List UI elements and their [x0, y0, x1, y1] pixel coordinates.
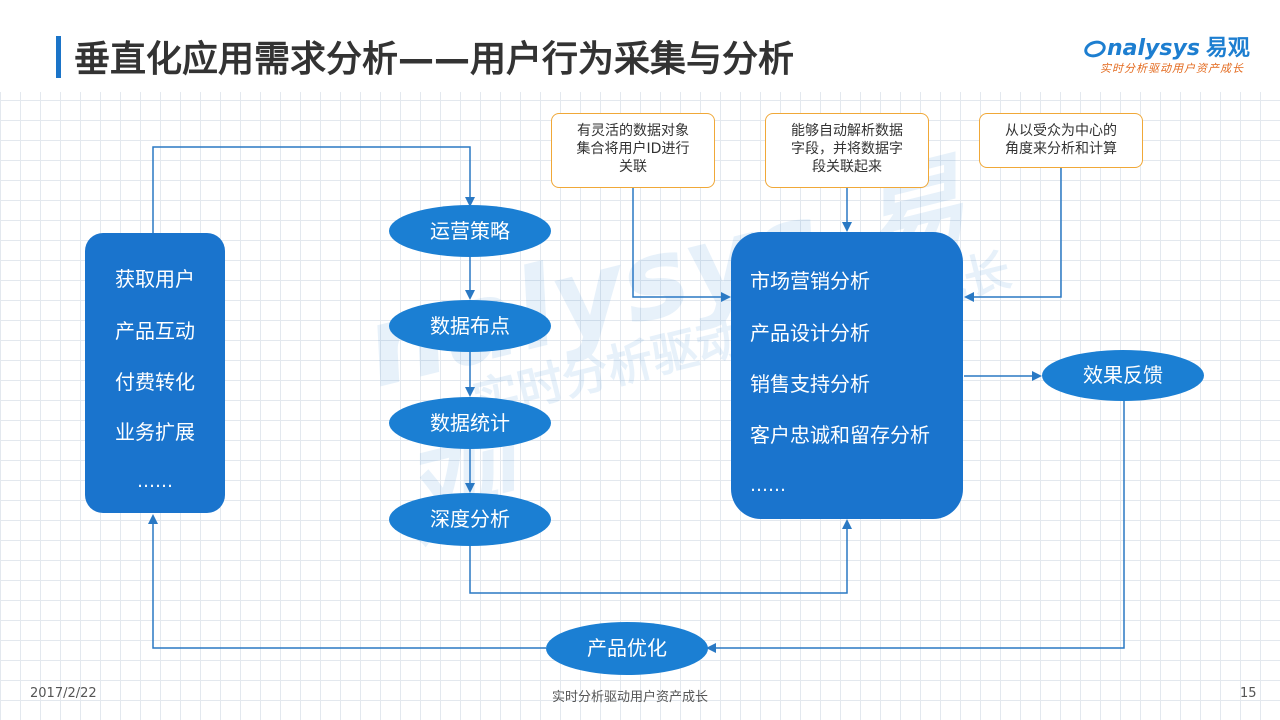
left-item-expand: 业务扩展	[115, 420, 195, 444]
footer-date: 2017/2/22	[30, 686, 97, 701]
left-item-acquire: 获取用户	[115, 267, 195, 291]
left-item-convert: 付费转化	[115, 370, 195, 394]
note3-line1: 从以受众为中心的	[1005, 123, 1117, 139]
note1-line1: 有灵活的数据对象	[577, 123, 689, 139]
right-item-product-design: 产品设计分析	[750, 321, 870, 345]
title-accent-bar	[56, 36, 61, 78]
right-item-more: ……	[750, 475, 786, 496]
note3-line2: 角度来分析和计算	[1005, 141, 1117, 157]
footer-slogan: 实时分析驱动用户资产成长	[552, 690, 709, 705]
left-item-more: ……	[137, 471, 173, 492]
arrow-feedback-to-optimize	[706, 400, 1125, 653]
arrow-optimize-to-leftbox	[148, 514, 546, 649]
analysis-types-box: 市场营销分析 产品设计分析 销售支持分析 客户忠诚和留存分析 ……	[731, 232, 963, 519]
note-audience-centric: 从以受众为中心的 角度来分析和计算	[979, 113, 1143, 168]
logo-brand: nalysys	[1107, 36, 1200, 61]
note-flexible-data-object: 有灵活的数据对象 集合将用户ID进行 关联	[551, 113, 715, 188]
oval-data-statistics: 数据统计	[389, 397, 551, 449]
logo-slogan: 实时分析驱动用户资产成长	[1100, 62, 1244, 75]
right-item-marketing: 市场营销分析	[750, 269, 870, 293]
arrow-deep-to-rightbox	[469, 519, 852, 594]
right-item-sales-support: 销售支持分析	[750, 372, 870, 396]
oval-data-layout: 数据布点	[389, 300, 551, 352]
page-title: 垂直化应用需求分析——用户行为采集与分析	[74, 39, 795, 80]
right-item-loyalty-retention: 客户忠诚和留存分析	[750, 423, 930, 447]
user-journey-box: 获取用户 产品互动 付费转化 业务扩展 ……	[85, 233, 225, 513]
oval-operations-strategy: 运营策略	[389, 205, 551, 257]
note2-line3: 段关联起来	[812, 159, 882, 175]
header-band	[0, 0, 1280, 92]
arrow-note1-to-rightbox	[632, 188, 731, 302]
note1-line2: 集合将用户ID进行	[576, 141, 690, 157]
oval-deep-analysis: 深度分析	[389, 493, 551, 546]
oval-effect-feedback: 效果反馈	[1042, 350, 1204, 401]
left-item-interact: 产品互动	[115, 319, 195, 343]
note1-line3: 关联	[619, 159, 647, 175]
note-auto-parse-fields: 能够自动解析数据 字段，并将数据字 段关联起来	[765, 113, 929, 188]
note2-line2: 字段，并将数据字	[791, 141, 903, 157]
footer-page-number: 15	[1240, 686, 1257, 701]
logo-cn: 易观	[1205, 36, 1250, 61]
note2-line1: 能够自动解析数据	[791, 123, 903, 139]
oval-product-optimization: 产品优化	[546, 622, 708, 675]
arrow-left-to-strategy	[152, 146, 475, 233]
arrow-note3-to-rightbox	[964, 168, 1062, 302]
